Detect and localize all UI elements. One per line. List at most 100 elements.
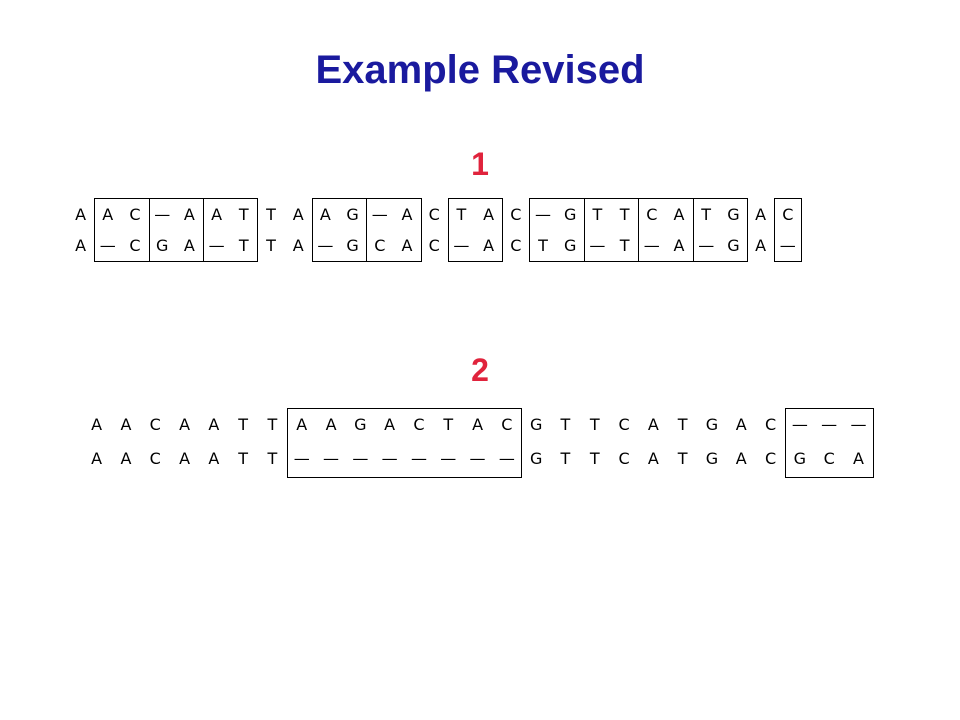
alignment-cell: T <box>443 415 454 434</box>
alignment-cell: — <box>643 236 660 255</box>
alignment-2-label: 2 <box>471 352 489 388</box>
alignment-cell: T <box>560 415 571 434</box>
alignment-cell: A <box>102 205 114 224</box>
alignment-cell: C <box>510 205 522 224</box>
alignment-cell: G <box>705 449 719 468</box>
alignment-cell: — <box>791 415 808 434</box>
alignment-cell: C <box>149 449 161 468</box>
alignment-cell: — <box>453 236 470 255</box>
alignment-cell: — <box>589 236 606 255</box>
alignment-cell: A <box>401 205 413 224</box>
alignment-cell: A <box>325 415 337 434</box>
alignment-cell: G <box>563 236 577 255</box>
alignment-cell: C <box>428 205 440 224</box>
alignment-cell: A <box>179 415 191 434</box>
alignment-cell: T <box>677 449 688 468</box>
alignment-cell: C <box>782 205 794 224</box>
alignment-cell: A <box>208 449 220 468</box>
alignment-cell: C <box>428 236 440 255</box>
alignment-cell: — <box>381 449 398 468</box>
alignment-cell: G <box>727 205 740 224</box>
alignment-cell: T <box>266 205 276 224</box>
alignment-cell: A <box>735 449 747 468</box>
alignment-cell: A <box>292 205 304 224</box>
slide-title: Example Revised <box>315 48 645 92</box>
alignment-cell: A <box>735 415 747 434</box>
alignment-cell: C <box>129 236 141 255</box>
alignment-cell: G <box>529 449 543 468</box>
alignment-cell: A <box>91 415 103 434</box>
alignment-cell: T <box>589 449 600 468</box>
alignment-cell: A <box>673 205 685 224</box>
alignment-cell: T <box>267 449 278 468</box>
alignment-cell: A <box>120 449 132 468</box>
alignment-cell: C <box>510 236 522 255</box>
alignment-cell: C <box>646 205 658 224</box>
alignment-cell: — <box>410 449 427 468</box>
alignment-cell: A <box>483 205 495 224</box>
alignment-cell: A <box>319 205 331 224</box>
alignment-cell: T <box>238 236 249 255</box>
alignment-cell: — <box>850 415 867 434</box>
alignment-cell: C <box>618 449 630 468</box>
alignment-cell: C <box>618 415 630 434</box>
alignment-cell: — <box>293 449 310 468</box>
alignment-cell: T <box>538 236 548 255</box>
alignment-cell: — <box>779 236 796 255</box>
alignment-cell: G <box>705 415 719 434</box>
alignment-cell: G <box>563 205 577 224</box>
alignment-cell: T <box>560 449 571 468</box>
alignment-cell: — <box>154 205 171 224</box>
alignment-cell: — <box>469 449 486 468</box>
alignment-cell: T <box>592 205 603 224</box>
alignment-cell: A <box>183 236 195 255</box>
alignment-cell: — <box>440 449 457 468</box>
alignment-cell: A <box>647 415 659 434</box>
alignment-cell: A <box>183 205 195 224</box>
alignment-cell: C <box>149 415 161 434</box>
alignment-cell: C <box>374 236 386 255</box>
alignment-cell: — <box>534 205 551 224</box>
alignment-cell: T <box>619 236 630 255</box>
alignment-cell: G <box>529 415 543 434</box>
alignment-cell: — <box>317 236 334 255</box>
alignment-cell: T <box>677 415 688 434</box>
alignment-cell: — <box>208 236 225 255</box>
alignment-cell: A <box>852 449 864 468</box>
alignment-cell: C <box>823 449 835 468</box>
alignment-cell: G <box>354 415 367 434</box>
alignment-cell: A <box>75 205 87 224</box>
alignment-cell: — <box>498 449 515 468</box>
alignment-cell: C <box>501 415 513 434</box>
alignment-1-label: 1 <box>471 146 489 182</box>
alignment-cell: — <box>698 236 715 255</box>
alignment-cell: A <box>673 236 685 255</box>
alignment-cell: — <box>323 449 340 468</box>
alignment-cell: T <box>456 205 467 224</box>
alignment-cell: A <box>472 415 484 434</box>
alignment-cell: — <box>352 449 369 468</box>
alignment-cell: A <box>755 236 767 255</box>
alignment-cell: A <box>384 415 396 434</box>
alignment-cell: G <box>793 449 807 468</box>
alignment-cell: C <box>413 415 425 434</box>
alignment-cell: — <box>371 205 388 224</box>
alignment-cell: C <box>764 449 777 468</box>
alignment-cell: A <box>120 415 132 434</box>
alignment-cell: A <box>401 236 413 255</box>
alignment-cell: T <box>238 415 249 434</box>
alignment-cell: A <box>292 236 304 255</box>
alignment-cell: A <box>208 415 220 434</box>
alignment-cell: T <box>589 415 600 434</box>
alignment-cell: A <box>91 449 103 468</box>
alignment-cell: T <box>238 205 249 224</box>
alignment-cell: — <box>821 415 838 434</box>
alignment-cell: A <box>647 449 659 468</box>
alignment-cell: T <box>238 449 249 468</box>
alignment-cell: — <box>99 236 116 255</box>
alignment-cell: T <box>267 415 278 434</box>
